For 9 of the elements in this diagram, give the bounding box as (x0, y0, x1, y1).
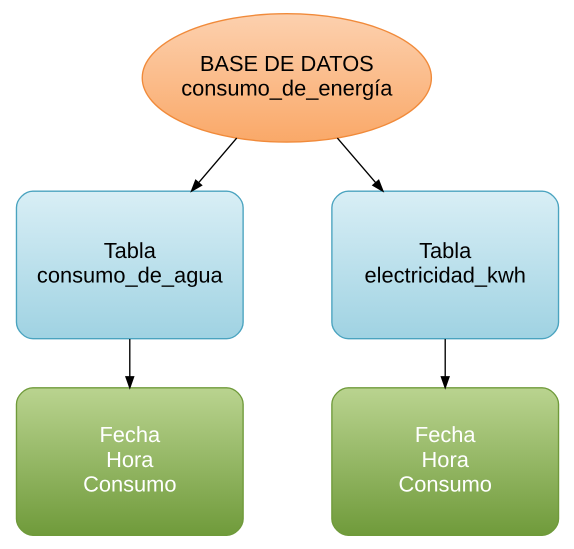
node-box: Tabla electricidad_kwh (330, 190, 559, 340)
node-box: Fecha Hora Consumo (330, 387, 559, 536)
arrow (190, 138, 237, 193)
arrow (440, 339, 450, 390)
arrow (336, 138, 384, 193)
node-box: Tabla consumo_de_agua (15, 190, 244, 340)
arrow (124, 339, 134, 390)
node-ellipse: BASE DE DATOS consumo_de_energía (141, 13, 432, 143)
node-box: Fecha Hora Consumo (15, 387, 244, 536)
